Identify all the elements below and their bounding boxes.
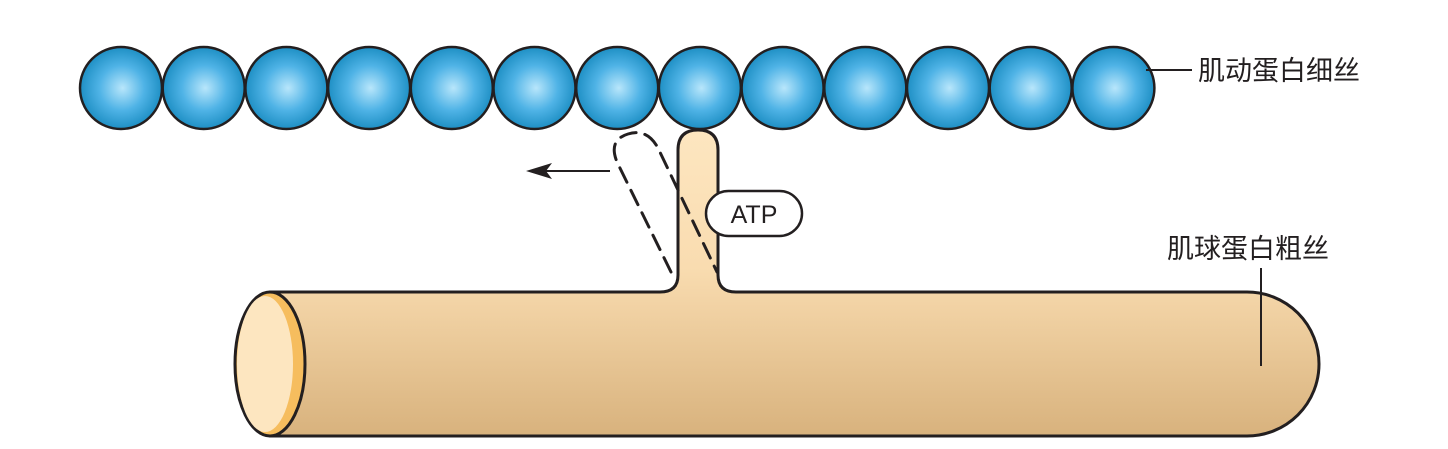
actin-bead: [326, 45, 412, 131]
actin-bead: [740, 45, 825, 131]
actin-label: 肌动蛋白细丝: [1198, 56, 1360, 87]
actin-thin-filament: [78, 45, 1156, 131]
actin-bead: [244, 45, 329, 131]
myosin-head-previous-position: [612, 131, 719, 274]
actin-bead: [161, 45, 246, 131]
actin-bead: [988, 45, 1073, 131]
actin-bead: [823, 45, 908, 131]
atp-label: ATP: [731, 201, 778, 229]
actin-bead: [409, 45, 495, 131]
myosin-body: [268, 128, 1321, 438]
actin-bead: [78, 45, 164, 131]
actin-bead: [905, 45, 991, 131]
actin-bead: [574, 45, 660, 131]
myosin-thick-filament: [233, 128, 1321, 438]
movement-arrow: [526, 163, 610, 179]
actin-bead: [1071, 45, 1156, 131]
myosin-label: 肌球蛋白粗丝: [1167, 234, 1329, 265]
actin-bead: [492, 45, 577, 131]
actin-bead: [657, 45, 743, 131]
atp-badge: ATP: [704, 189, 804, 238]
myosin-end-face: [237, 296, 293, 432]
